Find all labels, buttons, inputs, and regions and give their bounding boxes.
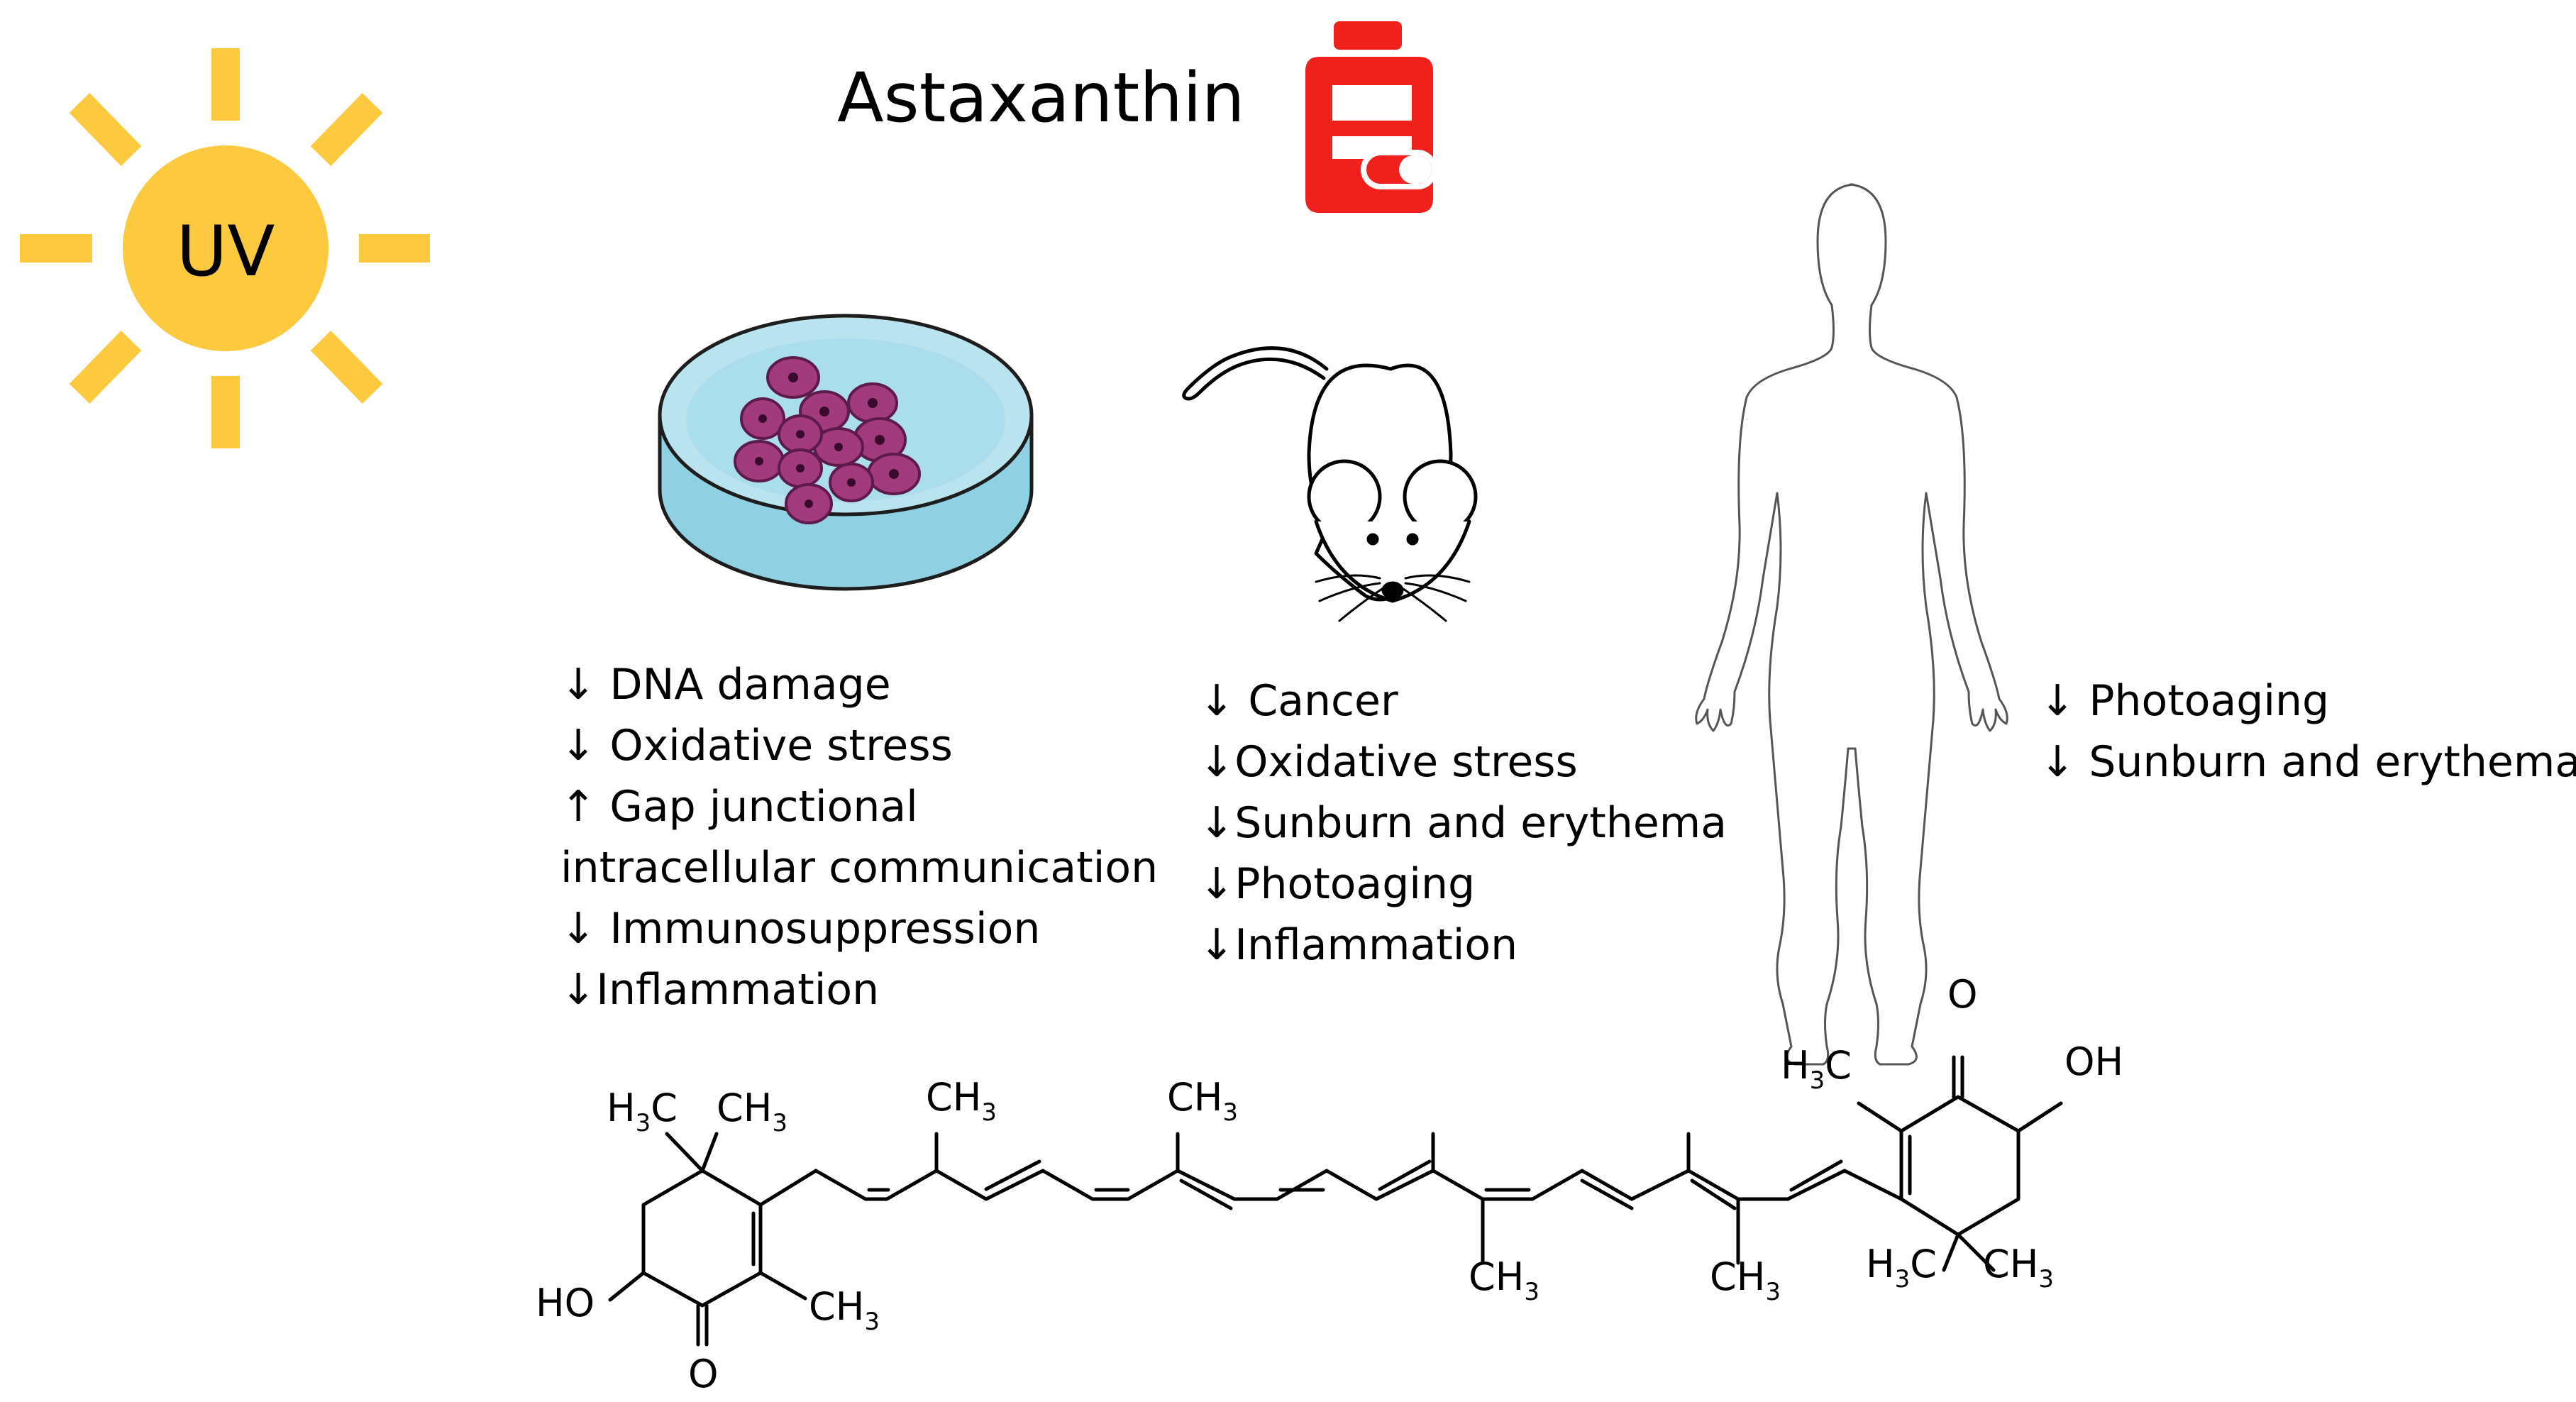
effect-item: ↓ Oxidative stress <box>560 721 953 771</box>
atom-ch3: CH3 <box>926 1075 997 1127</box>
effect-item: ↓ Immunosuppression <box>560 904 1041 954</box>
effect-item: ↓Sunburn and erythema <box>1199 798 1727 848</box>
effect-item: intracellular communication <box>560 843 1159 893</box>
atom-oh: OH <box>2064 1039 2123 1084</box>
sun-ray <box>69 331 142 404</box>
sun-ray <box>310 331 383 404</box>
atom-ch3: CH3 <box>1469 1254 1539 1306</box>
page-title: Astaxanthin <box>837 58 1245 138</box>
effect-item: ↑ Gap junctional <box>560 782 918 832</box>
animal-effects: ↓ Cancer ↓Oxidative stress ↓Sunburn and … <box>1199 670 1727 976</box>
effect-item: ↓ Sunburn and erythema <box>2040 737 2576 787</box>
atom-ch3: CH3 <box>1167 1075 1238 1127</box>
effect-item: ↓ Cancer <box>1199 676 1398 726</box>
supplement-bottle-icon <box>1305 21 1437 213</box>
atom-ch3: CH3 <box>1983 1242 2054 1293</box>
effect-item: ↓Inflammation <box>1199 920 1518 970</box>
effect-item: ↓Inflammation <box>560 965 880 1015</box>
atom-ch3: CH3 <box>809 1284 880 1336</box>
uv-label: UV <box>176 211 275 292</box>
human-effects: ↓ Photoaging ↓ Sunburn and erythema <box>2040 670 2576 793</box>
sun-ray <box>310 93 383 166</box>
effect-item: ↓Photoaging <box>1199 859 1476 909</box>
atom-o: O <box>1947 972 1978 1017</box>
astaxanthin-molecule <box>608 1055 2063 1347</box>
atom-o: O <box>688 1352 719 1396</box>
atom-ch3: CH3 <box>1710 1254 1781 1306</box>
atom-h3c: H3C <box>1866 1242 1937 1293</box>
sun-disc <box>123 145 328 351</box>
in-vitro-effects: ↓ DNA damage ↓ Oxidative stress ↑ Gap ju… <box>560 654 1158 1020</box>
atom-ho: HO <box>536 1281 595 1325</box>
mouse-icon <box>1182 346 1478 622</box>
effect-item: ↓ Photoaging <box>2040 676 2330 726</box>
human-silhouette-icon <box>1695 183 2008 1066</box>
atom-ch3: CH3 <box>717 1086 787 1137</box>
sun-ray <box>69 93 142 166</box>
effect-item: ↓Oxidative stress <box>1199 737 1578 787</box>
effect-item: ↓ DNA damage <box>560 660 891 710</box>
sun-icon <box>20 48 430 448</box>
atom-h3c: H3C <box>1781 1043 1852 1095</box>
atom-h3c: H3C <box>607 1086 678 1137</box>
cell-cluster <box>734 356 921 524</box>
petri-dish-icon <box>658 314 1034 591</box>
